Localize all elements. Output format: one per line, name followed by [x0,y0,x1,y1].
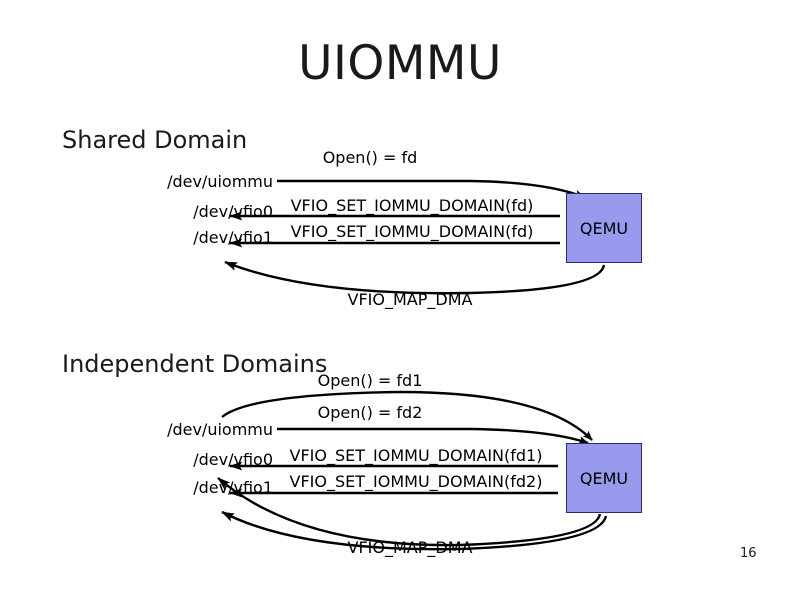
device-label-uiommu-shared: /dev/uiommu [167,172,273,191]
edge-label-open-fd1: Open() = fd1 [317,371,423,390]
node-qemu-shared[interactable]: QEMU [566,193,642,263]
edge-label-set-domain-fd-2: VFIO_SET_IOMMU_DOMAIN(fd) [290,222,534,241]
edge-label-map-dma-shared: VFIO_MAP_DMA [347,290,473,309]
device-label-vfio1-independent: /dev/vfio1 [193,478,273,497]
edge-open-fd1-path [221,390,593,441]
page-title: UIOMMU [298,36,502,91]
edge-open-fd2-path [277,427,589,445]
edge-open-fd-path [277,179,585,199]
device-label-vfio0-shared: /dev/vfio0 [193,202,273,221]
node-qemu-independent[interactable]: QEMU [566,443,642,513]
edge-map-dma-indep-a-path [217,477,602,547]
edge-map-dma-shared-path [224,260,606,295]
edge-label-set-domain-fd2: VFIO_SET_IOMMU_DOMAIN(fd2) [289,472,543,491]
section-heading-shared-domain: Shared Domain [62,126,248,154]
node-qemu-independent-label: QEMU [579,468,629,488]
node-qemu-shared-label: QEMU [579,218,629,238]
device-label-uiommu-independent: /dev/uiommu [167,420,273,439]
edge-label-set-domain-fd1: VFIO_SET_IOMMU_DOMAIN(fd1) [289,446,543,465]
section-heading-independent-domains: Independent Domains [62,350,328,378]
page-number: 16 [740,546,757,561]
edge-label-map-dma-independent: VFIO_MAP_DMA [347,538,473,557]
device-label-vfio0-independent: /dev/vfio0 [193,450,273,469]
edge-map-dma-indep-b-path [221,510,608,551]
edge-label-open-fd2: Open() = fd2 [317,403,423,422]
edge-label-set-domain-fd-1: VFIO_SET_IOMMU_DOMAIN(fd) [290,196,534,215]
edge-label-open-fd: Open() = fd [322,148,418,167]
device-label-vfio1-shared: /dev/vfio1 [193,228,273,247]
